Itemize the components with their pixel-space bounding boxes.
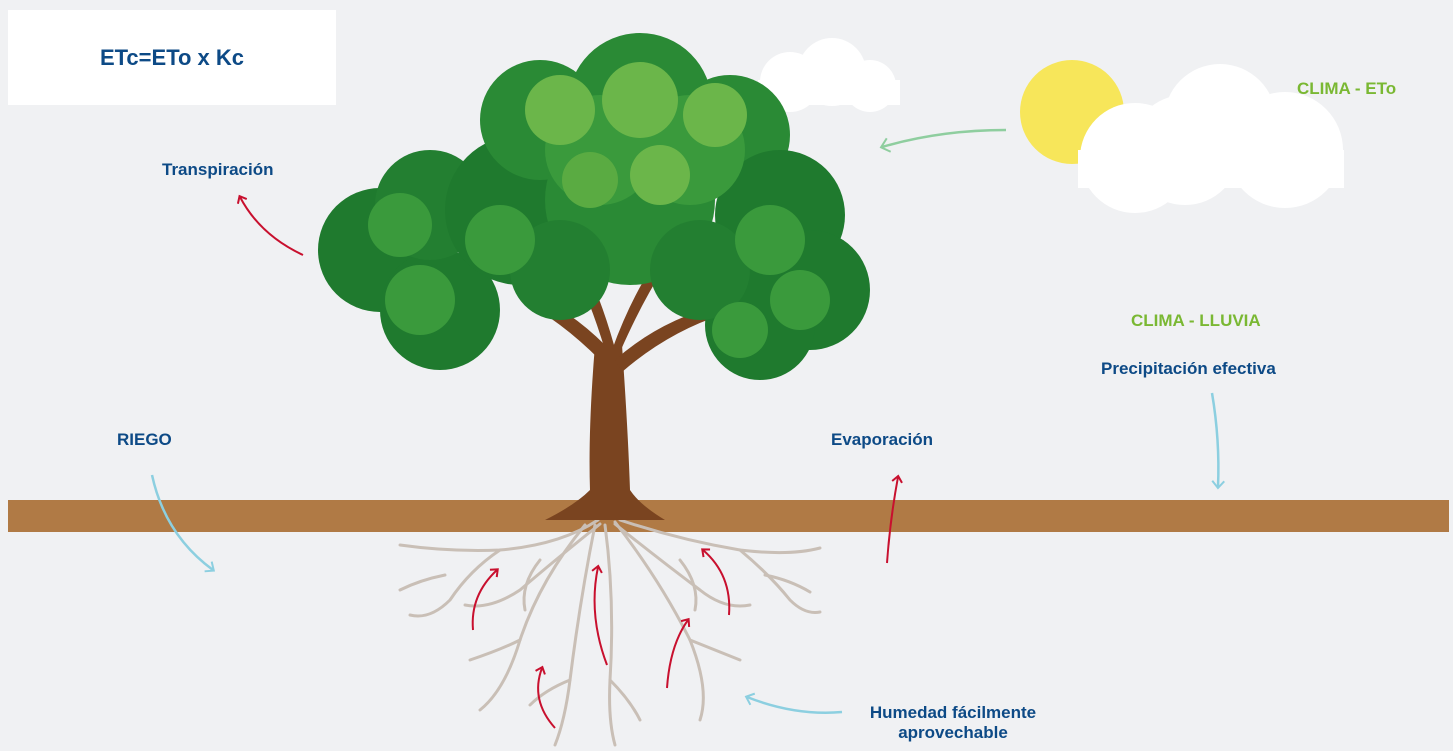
root-uptake-arrow-2 (595, 567, 607, 665)
formula-text: ETc=ETo x Kc (100, 45, 244, 71)
humedad-arrow (747, 697, 842, 713)
label-clima-lluvia: CLIMA - LLUVIA (1131, 311, 1261, 331)
precipitation-arrow (1212, 393, 1218, 487)
label-transpiracion: Transpiración (162, 160, 273, 180)
soil-strip (8, 500, 1449, 532)
formula-box: ETc=ETo x Kc (8, 10, 336, 105)
label-clima-eto: CLIMA - ETo (1297, 79, 1396, 99)
label-humedad: Humedad fácilmente aprovechable (853, 703, 1053, 743)
label-humedad-line1: Humedad fácilmente (853, 703, 1053, 723)
label-evaporacion: Evaporación (831, 430, 933, 450)
label-precipitacion: Precipitación efectiva (1101, 359, 1276, 379)
transpiration-arrow (240, 197, 303, 255)
label-riego: RIEGO (117, 430, 172, 450)
blue-arrows (152, 393, 1218, 713)
roots (400, 520, 820, 745)
root-uptake-arrow-1 (473, 570, 497, 630)
label-humedad-line2: aprovechable (853, 723, 1053, 743)
eto-arrow (882, 130, 1006, 147)
root-uptake-arrow-4 (538, 668, 555, 728)
